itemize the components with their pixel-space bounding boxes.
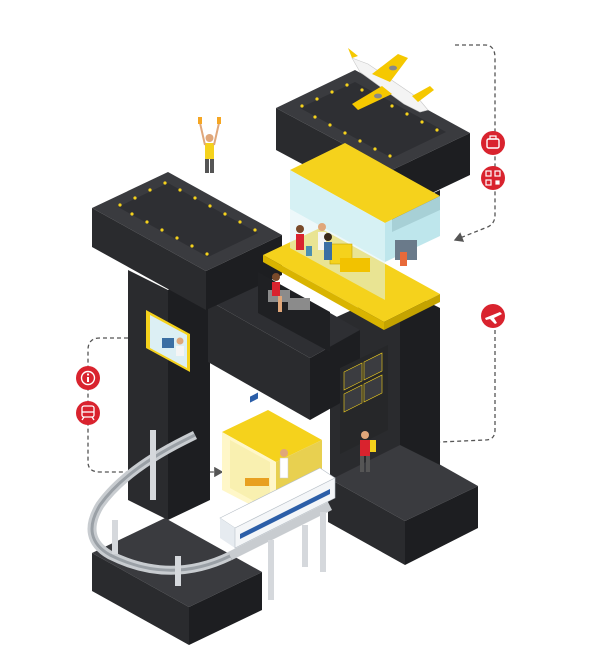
monorail-train xyxy=(219,392,336,549)
waiting-lounge xyxy=(258,272,330,352)
runway-strip-right xyxy=(300,82,446,158)
plane-icon xyxy=(485,312,502,324)
marshaller-person xyxy=(198,117,221,173)
runway-strip-left xyxy=(118,183,258,257)
office-window xyxy=(146,310,190,372)
train-icon xyxy=(81,405,95,421)
left-leg-column xyxy=(128,270,210,520)
airplane xyxy=(348,48,434,113)
info-icon xyxy=(80,370,96,386)
info-badge xyxy=(76,366,100,390)
qr-code-badge xyxy=(481,166,505,190)
monorail-pillars xyxy=(112,430,326,600)
train-badge xyxy=(76,401,100,425)
connector-right xyxy=(416,330,496,448)
traveller-with-backpack xyxy=(360,431,376,472)
top-left-block xyxy=(92,172,282,310)
runway-lights-left xyxy=(118,181,257,256)
check-in-people xyxy=(296,223,407,266)
qr-code-icon xyxy=(485,170,501,186)
luggage-badge xyxy=(481,131,505,155)
plane-badge xyxy=(481,304,505,328)
baggage-lockers xyxy=(340,345,388,472)
